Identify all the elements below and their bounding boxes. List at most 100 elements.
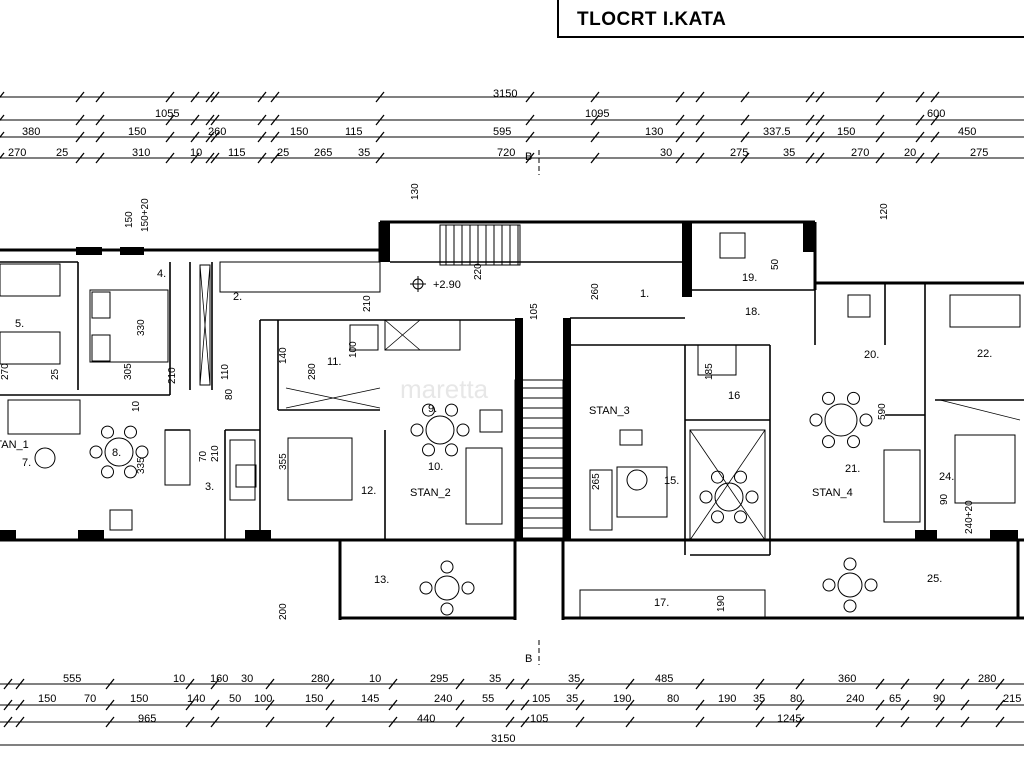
bottom-dim-row1: 485 [655, 673, 673, 685]
dimension-tick [185, 699, 195, 711]
dimension-tick [190, 91, 200, 103]
top-dim-row3: 10 [190, 147, 202, 159]
bottom-dim-row2: 215 [1003, 693, 1021, 705]
bottom-dim-row2: 80 [667, 693, 679, 705]
dimension-tick [695, 91, 705, 103]
chair [809, 413, 823, 427]
dimension-tick [257, 91, 267, 103]
chair [124, 425, 137, 439]
interior-dimension: 210 [167, 367, 178, 384]
dimension-tick [740, 152, 750, 164]
dimension-tick [525, 131, 535, 143]
dimension-tick [505, 699, 515, 711]
room-number: 1. [640, 288, 649, 300]
interior-dimension: 140 [278, 347, 289, 364]
bottom-dim-row2: 150 [38, 693, 56, 705]
room-number: 3. [205, 481, 214, 493]
dimension-tick [875, 114, 885, 126]
chair [859, 413, 873, 427]
dimension-tick [325, 699, 335, 711]
chair [699, 490, 713, 504]
dimension-tick [325, 678, 335, 690]
dimension-tick [265, 678, 275, 690]
dimension-tick [165, 114, 175, 126]
dimension-tick [995, 716, 1005, 728]
dimension-tick [190, 131, 200, 143]
exterior-walls [0, 220, 1024, 620]
interior-dimension: 590 [877, 403, 888, 420]
dimension-tick [960, 699, 970, 711]
chair [124, 465, 137, 479]
dimension-tick [520, 678, 530, 690]
dimension-tick [375, 114, 385, 126]
chair [734, 510, 747, 524]
top-dim-row2: 150 [290, 126, 308, 138]
dimension-tick [995, 699, 1005, 711]
dimension-tick [900, 699, 910, 711]
dimension-tick [740, 131, 750, 143]
bottom-dim-row3: 440 [417, 713, 435, 725]
dimension-tick [388, 716, 398, 728]
tables-and-chairs [34, 391, 878, 616]
dimension-tick [388, 678, 398, 690]
watermark: maretta [400, 374, 489, 404]
dimension-tick [257, 131, 267, 143]
dimension-tick [505, 716, 515, 728]
bottom-dim-row2: 50 [229, 693, 241, 705]
room-number: 16 [728, 390, 740, 402]
dimension-tick [960, 678, 970, 690]
dimension-tick [95, 114, 105, 126]
room-number: 4. [157, 268, 166, 280]
dimension-tick [165, 131, 175, 143]
interior-walls [0, 261, 1024, 556]
dimension-tick [75, 91, 85, 103]
bottom-dim-row2: 80 [790, 693, 802, 705]
bottom-dimension-lines [0, 683, 1024, 746]
dimension-tick [455, 678, 465, 690]
interior-dimension: 200 [278, 603, 289, 620]
room-number: 15. [664, 475, 679, 487]
dimension-tick [695, 699, 705, 711]
dimension-tick [590, 131, 600, 143]
top-dim-row2: 150 [837, 126, 855, 138]
top-dim-row3: 310 [132, 147, 150, 159]
dimension-tick [15, 699, 25, 711]
chair [101, 465, 114, 479]
room-numbers: 1.2.3.4.5.7.8.9.10.11.12.13.15.1617.18.1… [15, 268, 992, 609]
chair [864, 578, 878, 592]
dimension-tick [695, 131, 705, 143]
dining-table [626, 469, 648, 491]
dimension-tick [900, 678, 910, 690]
dimension-tick [185, 716, 195, 728]
dimension-tick [0, 114, 5, 122]
dimension-tick [190, 152, 200, 164]
room-number: 5. [15, 318, 24, 330]
dimension-tick [815, 152, 825, 164]
bottom-dim-row2: 65 [889, 693, 901, 705]
top-dim-row2: 595 [493, 126, 511, 138]
bottom-dim-row3: 965 [138, 713, 156, 725]
interior-dimension: 130 [410, 183, 421, 200]
top-dim-row3: 35 [783, 147, 795, 159]
room-number: 13. [374, 574, 389, 586]
elevation-label: +2.90 [433, 279, 461, 291]
dimension-tick [525, 91, 535, 103]
room-number: 11. [327, 356, 341, 368]
top-dim-row3: 275 [730, 147, 748, 159]
dimension-tick [695, 152, 705, 164]
bottom-dim-row2: 105 [532, 693, 550, 705]
dimension-tick [75, 152, 85, 164]
dimension-tick [625, 678, 635, 690]
chair [440, 560, 454, 574]
dimension-tick [815, 131, 825, 143]
chair [822, 435, 835, 449]
dimension-tick [875, 131, 885, 143]
dining-table [104, 437, 134, 467]
dimension-tick [257, 114, 267, 126]
chair [456, 423, 470, 437]
chair [734, 470, 747, 484]
dimension-tick [815, 91, 825, 103]
dimension-tick [95, 91, 105, 103]
